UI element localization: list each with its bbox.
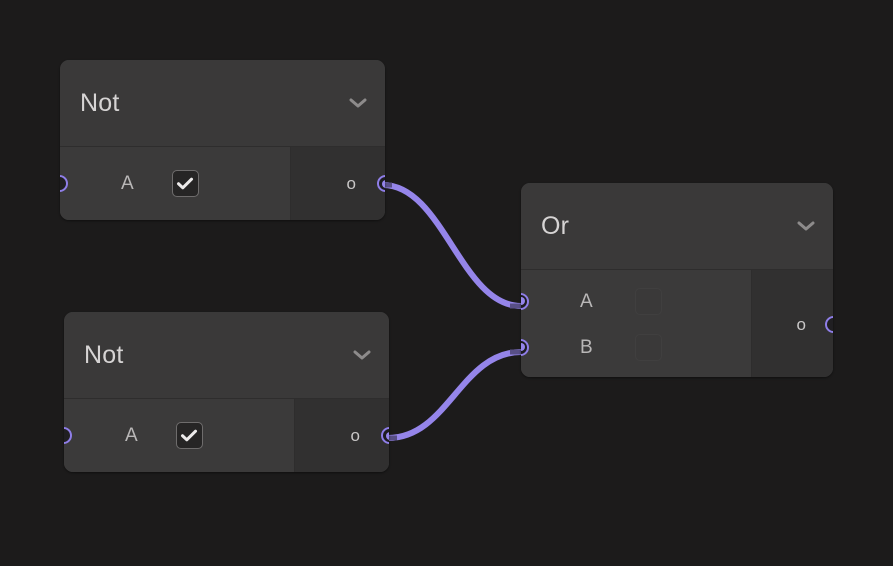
- output-label-o: o: [350, 426, 360, 445]
- node-header[interactable]: Or: [521, 183, 833, 270]
- node-body: A o: [64, 399, 389, 472]
- output-row-o[interactable]: o: [295, 399, 389, 472]
- output-port-o[interactable]: [825, 315, 833, 333]
- output-label-o: o: [346, 174, 356, 193]
- input-label-a: A: [580, 290, 593, 312]
- chevron-down-icon[interactable]: [349, 97, 367, 109]
- input-checkbox-b[interactable]: [634, 333, 662, 361]
- output-port-o[interactable]: [381, 427, 389, 444]
- input-port-b[interactable]: [521, 338, 529, 356]
- edge-not1-to-or-a[interactable]: [380, 182, 524, 309]
- node-title: Not: [80, 88, 120, 117]
- node-header[interactable]: Not: [60, 60, 385, 147]
- input-port-a[interactable]: [64, 427, 72, 444]
- node-not-2[interactable]: Not A: [64, 312, 389, 472]
- chevron-down-icon[interactable]: [353, 349, 371, 361]
- input-checkbox-a[interactable]: [175, 422, 203, 449]
- input-row-a[interactable]: A: [521, 278, 751, 324]
- node-header[interactable]: Not: [64, 312, 389, 399]
- edge-not2-to-or-b[interactable]: [385, 349, 524, 441]
- output-column: o: [751, 270, 833, 377]
- input-label-b: B: [580, 336, 593, 358]
- input-column: A B: [521, 270, 751, 377]
- output-column: o: [294, 399, 389, 472]
- chevron-down-icon[interactable]: [797, 220, 815, 232]
- output-port-o[interactable]: [377, 175, 385, 192]
- input-column: A: [60, 147, 290, 220]
- input-column: A: [64, 399, 294, 472]
- node-title: Or: [541, 211, 570, 240]
- input-checkbox-a[interactable]: [634, 287, 662, 315]
- input-row-b[interactable]: B: [521, 324, 751, 370]
- input-row-a[interactable]: A: [60, 147, 290, 220]
- input-row-a[interactable]: A: [64, 399, 294, 472]
- output-label-o: o: [796, 314, 806, 334]
- node-body: A o: [60, 147, 385, 220]
- node-body: A B o: [521, 270, 833, 377]
- input-label-a: A: [125, 425, 138, 446]
- input-checkbox-a[interactable]: [171, 170, 199, 197]
- output-row-o[interactable]: o: [291, 147, 385, 220]
- output-column: o: [290, 147, 385, 220]
- node-title: Not: [84, 340, 124, 369]
- input-port-a[interactable]: [60, 175, 68, 192]
- output-row-o[interactable]: o: [752, 301, 833, 347]
- input-port-a[interactable]: [521, 292, 529, 310]
- node-or-1[interactable]: Or A B: [521, 183, 833, 377]
- node-not-1[interactable]: Not A: [60, 60, 385, 220]
- input-label-a: A: [121, 173, 134, 194]
